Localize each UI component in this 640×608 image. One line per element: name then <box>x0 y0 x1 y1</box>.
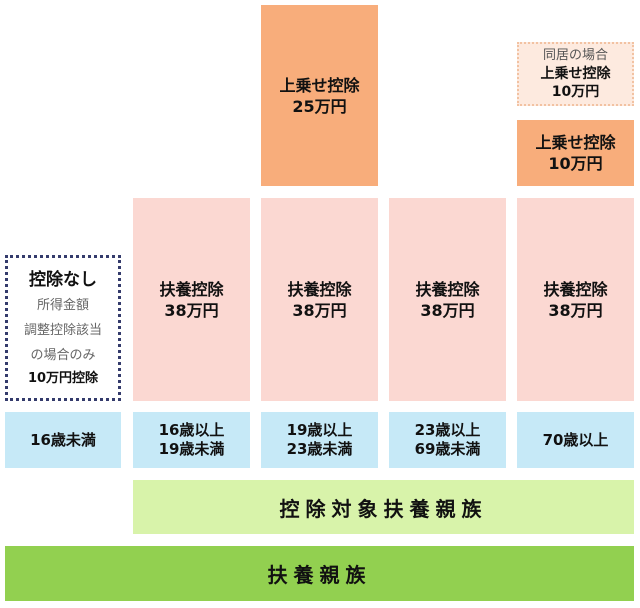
dependents-label: 扶養親族 <box>267 563 372 587</box>
dependent-deduction-2: 扶養控除 38万円 <box>261 198 378 401</box>
extra-title: 上乗せ控除 <box>279 75 360 95</box>
deduction-amount: 38万円 <box>292 300 347 320</box>
age-70-plus: 70歳以上 <box>517 412 634 468</box>
deduction-title: 扶養控除 <box>415 279 480 299</box>
age-label: 23歳以上 <box>414 421 481 439</box>
age-label: 23歳未満 <box>286 440 353 458</box>
age-16-19: 16歳以上 19歳未満 <box>133 412 250 468</box>
note-line: の場合のみ <box>30 347 96 363</box>
extra-amount: 10万円 <box>548 154 603 173</box>
extra-title: 上乗せ控除 <box>540 66 611 82</box>
age-label: 16歳以上 <box>158 421 225 439</box>
no-deduction-amount: 10万円控除 <box>27 370 99 386</box>
no-deduction-box: 控除なし 所得金額 調整控除該当 の場合のみ 10万円控除 <box>5 255 121 401</box>
age-label: 19歳未満 <box>158 440 225 458</box>
age-19-23: 19歳以上 23歳未満 <box>261 412 378 468</box>
age-label: 69歳未満 <box>414 440 481 458</box>
age-label: 16歳未満 <box>30 430 96 449</box>
no-deduction-title: 控除なし <box>29 269 97 290</box>
age-label: 19歳以上 <box>286 421 353 439</box>
note-line: 調整控除該当 <box>23 322 102 338</box>
deduction-title: 扶養控除 <box>287 279 352 299</box>
target-dependents-label: 控除対象扶養親族 <box>279 496 488 521</box>
age-under-16: 16歳未満 <box>5 412 121 468</box>
extra-title: 上乗せ控除 <box>535 133 616 152</box>
cohabit-note: 同居の場合 <box>542 48 608 63</box>
note-line: 所得金額 <box>36 297 89 313</box>
dependents-bar: 扶養親族 <box>5 546 634 601</box>
age-label: 70歳以上 <box>542 430 609 449</box>
age-23-69: 23歳以上 69歳未満 <box>389 412 506 468</box>
dependent-deduction-3: 扶養控除 38万円 <box>389 198 506 401</box>
deduction-amount: 38万円 <box>548 300 603 320</box>
extra-amount: 10万円 <box>551 84 600 100</box>
deduction-title: 扶養控除 <box>543 279 608 299</box>
extra-deduction-cohabit: 同居の場合 上乗せ控除 10万円 <box>517 42 634 106</box>
target-dependents-bar: 控除対象扶養親族 <box>133 480 634 534</box>
deduction-amount: 38万円 <box>420 300 475 320</box>
extra-deduction-10: 上乗せ控除 10万円 <box>517 120 634 186</box>
extra-deduction-25: 上乗せ控除 25万円 <box>261 5 378 186</box>
dependent-deduction-4: 扶養控除 38万円 <box>517 198 634 401</box>
deduction-title: 扶養控除 <box>159 279 224 299</box>
deduction-amount: 38万円 <box>164 300 219 320</box>
extra-amount: 25万円 <box>292 96 347 116</box>
dependent-deduction-1: 扶養控除 38万円 <box>133 198 250 401</box>
